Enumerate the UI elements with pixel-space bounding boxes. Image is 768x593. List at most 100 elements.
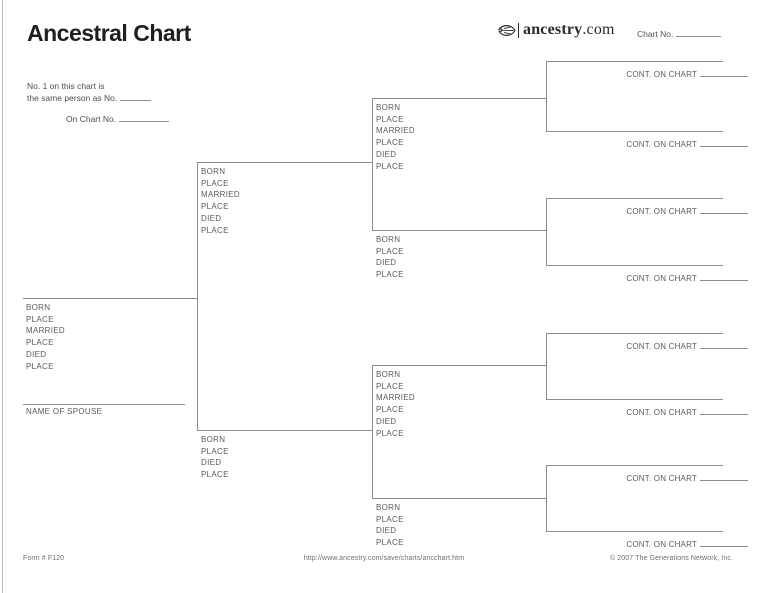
field-label: PLACE [201, 225, 229, 235]
line-paternal-grandfather [372, 98, 547, 99]
line-person1 [23, 298, 198, 299]
ancestry-logo: ancestry.com [497, 20, 615, 40]
field-label: MARRIED [376, 126, 415, 136]
line-paternal-grandmother [372, 230, 547, 231]
connector-gg-pair-3 [546, 333, 547, 400]
cont-on-chart-label: CONT. ON CHART [626, 474, 697, 483]
field-label: DIED [376, 526, 397, 536]
cont-on-chart-entry-3: CONT. ON CHART [626, 206, 748, 216]
line-gg8 [546, 531, 723, 532]
cont-on-chart-blank [700, 206, 748, 214]
field-label: PLACE [376, 161, 404, 171]
chart-no-blank [676, 29, 722, 37]
cont-on-chart-entry-4: CONT. ON CHART [626, 273, 748, 283]
field-label: DIED [26, 349, 47, 359]
field-label: PLACE [376, 514, 404, 524]
cont-on-chart-entry-6: CONT. ON CHART [626, 407, 748, 417]
field-label: PLACE [26, 338, 54, 348]
field-label: PLACE [201, 202, 229, 212]
cont-on-chart-entry-7: CONT. ON CHART [626, 473, 748, 483]
field-label: BORN [201, 167, 226, 176]
note-line-2-text: the same person as No. [27, 93, 118, 103]
field-label: PLACE [376, 405, 404, 415]
form-number: Form # F120 [23, 555, 65, 562]
field-label: MARRIED [376, 393, 415, 403]
line-spouse [23, 404, 185, 405]
on-chart-label: On Chart No. [66, 114, 117, 124]
field-label: PLACE [201, 178, 229, 188]
connector-gg-pair-2 [546, 198, 547, 266]
field-label: DIED [376, 258, 397, 268]
page-left-edge [2, 0, 3, 593]
line-gg3 [546, 198, 723, 199]
field-label: PLACE [376, 538, 404, 548]
field-label: PLACE [376, 381, 404, 391]
cont-on-chart-label: CONT. ON CHART [626, 408, 697, 417]
line-gg6 [546, 399, 723, 400]
cont-on-chart-blank [700, 273, 748, 281]
brand-name: ancestry [523, 21, 583, 38]
cont-on-chart-label: CONT. ON CHART [626, 342, 697, 351]
line-gg2 [546, 131, 723, 132]
spouse-name-label: NAME OF SPOUSE [26, 407, 103, 416]
field-label: PLACE [376, 138, 404, 148]
cont-on-chart-blank [700, 139, 748, 147]
on-chart-field: On Chart No. [66, 114, 170, 124]
field-label: PLACE [376, 246, 404, 256]
brand-wordmark: ancestry.com [523, 21, 615, 39]
line-gg1 [546, 61, 723, 62]
connector-gg-pair-1 [546, 61, 547, 132]
field-label: DIED [376, 416, 397, 426]
line-maternal-grandmother [372, 498, 547, 499]
field-label: MARRIED [26, 326, 65, 336]
brand-tld: .com [582, 21, 615, 38]
cont-on-chart-blank [700, 473, 748, 481]
chart-note: No. 1 on this chart is the same person a… [27, 80, 152, 104]
cont-on-chart-label: CONT. ON CHART [626, 540, 697, 549]
field-label: BORN [376, 235, 401, 244]
line-gg5 [546, 333, 723, 334]
leaf-icon [497, 24, 516, 36]
chart-no-field: Chart No. [637, 29, 722, 39]
footer-copyright: © 2007 The Generations Network, Inc. [609, 555, 733, 562]
cont-on-chart-label: CONT. ON CHART [626, 70, 697, 79]
field-label: DIED [376, 149, 397, 159]
field-label: BORN [201, 435, 226, 444]
on-chart-blank [119, 114, 170, 122]
field-label: DIED [201, 213, 222, 223]
footer-url: http://www.ancestry.com/save/charts/ancc… [303, 555, 465, 562]
line-gg7 [546, 465, 723, 466]
field-label: PLACE [201, 446, 229, 456]
field-label: PLACE [26, 314, 54, 324]
cont-on-chart-entry-1: CONT. ON CHART [626, 69, 748, 79]
page-title: Ancestral Chart [27, 20, 191, 46]
line-maternal-grandfather [372, 365, 547, 366]
cont-on-chart-label: CONT. ON CHART [626, 140, 697, 149]
note-line-2: the same person as No. [27, 92, 152, 104]
cont-on-chart-blank [700, 69, 748, 77]
cont-on-chart-label: CONT. ON CHART [626, 207, 697, 216]
field-label: PLACE [376, 114, 404, 124]
chart-no-label: Chart No. [637, 29, 674, 39]
connector-parents [197, 162, 198, 431]
line-mother [197, 430, 373, 431]
field-label: BORN [376, 370, 401, 379]
field-label: DIED [201, 458, 222, 468]
cont-on-chart-blank [700, 539, 748, 547]
cont-on-chart-blank [700, 341, 748, 349]
field-label: MARRIED [201, 190, 240, 200]
connector-paternal-grandparents [372, 98, 373, 231]
field-label: BORN [376, 103, 401, 112]
line-father [197, 162, 373, 163]
same-person-blank [120, 93, 152, 101]
logo-divider [518, 22, 519, 38]
cont-on-chart-blank [700, 407, 748, 415]
cont-on-chart-entry-8: CONT. ON CHART [626, 539, 748, 549]
